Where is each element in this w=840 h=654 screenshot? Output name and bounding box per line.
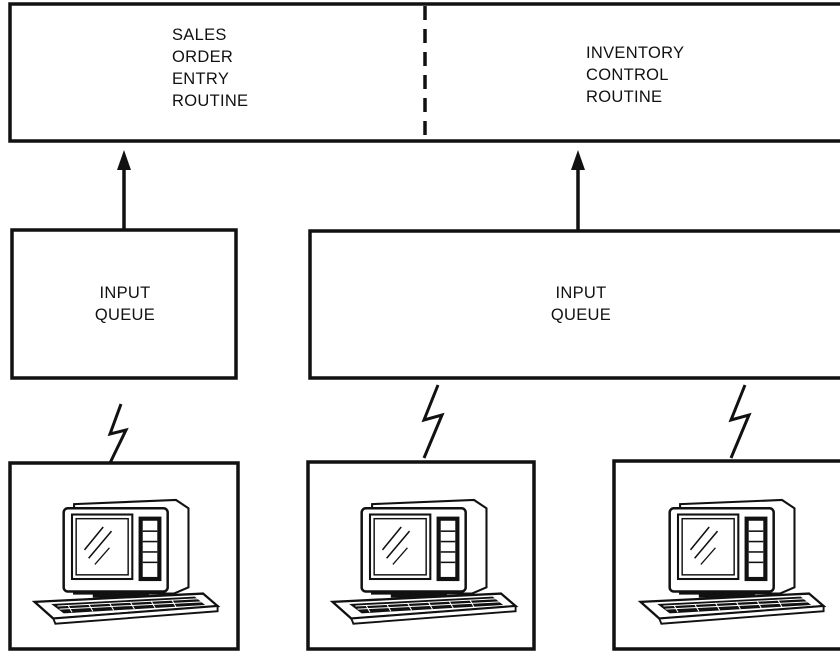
sales-order-entry-routine-label: SALES ORDER ENTRY ROUTINE (172, 24, 248, 112)
arrow-up-icon (571, 150, 585, 230)
lightning-bolt-icon (107, 403, 129, 464)
label-line: ORDER (172, 48, 234, 66)
label-line: ENTRY (172, 70, 230, 88)
routines-box (8, 2, 840, 143)
label-line: SALES (172, 26, 227, 44)
lightning-bolt-icon (421, 384, 445, 459)
input-queue-label-2: INPUT QUEUE (518, 282, 644, 326)
input-queue-box-2 (308, 229, 840, 380)
label-line: ROUTINE (172, 92, 249, 110)
label-line: INPUT (555, 284, 607, 302)
lightning-bolt-icon (728, 384, 752, 459)
label-line: CONTROL (586, 66, 669, 84)
label-line: INVENTORY (586, 44, 685, 62)
input-queue-label-1: INPUT QUEUE (62, 282, 188, 326)
label-line: QUEUE (94, 306, 156, 324)
label-line: INPUT (99, 284, 151, 302)
inventory-control-routine-label: INVENTORY CONTROL ROUTINE (586, 42, 684, 108)
arrow-up-icon (117, 150, 131, 230)
label-line: ROUTINE (586, 88, 663, 106)
label-line: QUEUE (550, 306, 612, 324)
input-queue-box-1 (10, 228, 238, 380)
